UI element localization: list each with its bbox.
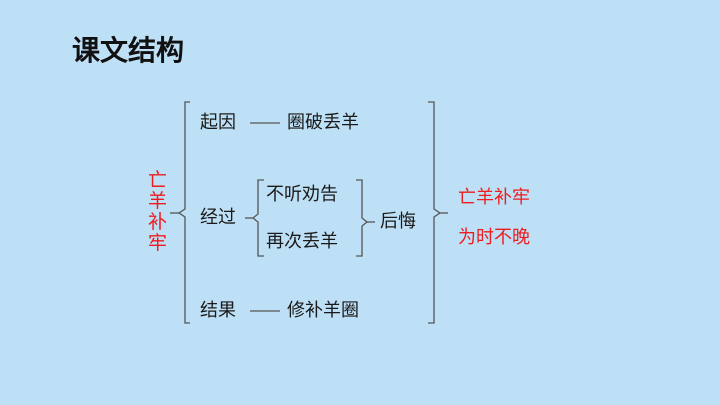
page-title: 课文结构 (72, 34, 185, 67)
process-label: 经过 (200, 207, 236, 228)
process-result: 后悔 (380, 211, 416, 232)
process-item: 不听劝告 (266, 184, 338, 205)
big-left-bracket (177, 101, 190, 324)
conclusion-line: 亡羊补牢 (458, 187, 530, 208)
small-left-bracket (251, 179, 264, 257)
small-right-bracket (356, 179, 369, 257)
conclusion-line: 为时不晚 (458, 227, 530, 248)
process-item: 再次丢羊 (266, 231, 338, 252)
outcome-label: 结果 (200, 300, 236, 321)
topic-vertical: 亡羊补牢 (148, 169, 168, 254)
big-right-bracket (428, 101, 442, 324)
cause-content: 圈破丢羊 (287, 112, 359, 133)
cause-label: 起因 (200, 112, 236, 133)
outcome-content: 修补羊圈 (287, 300, 359, 321)
